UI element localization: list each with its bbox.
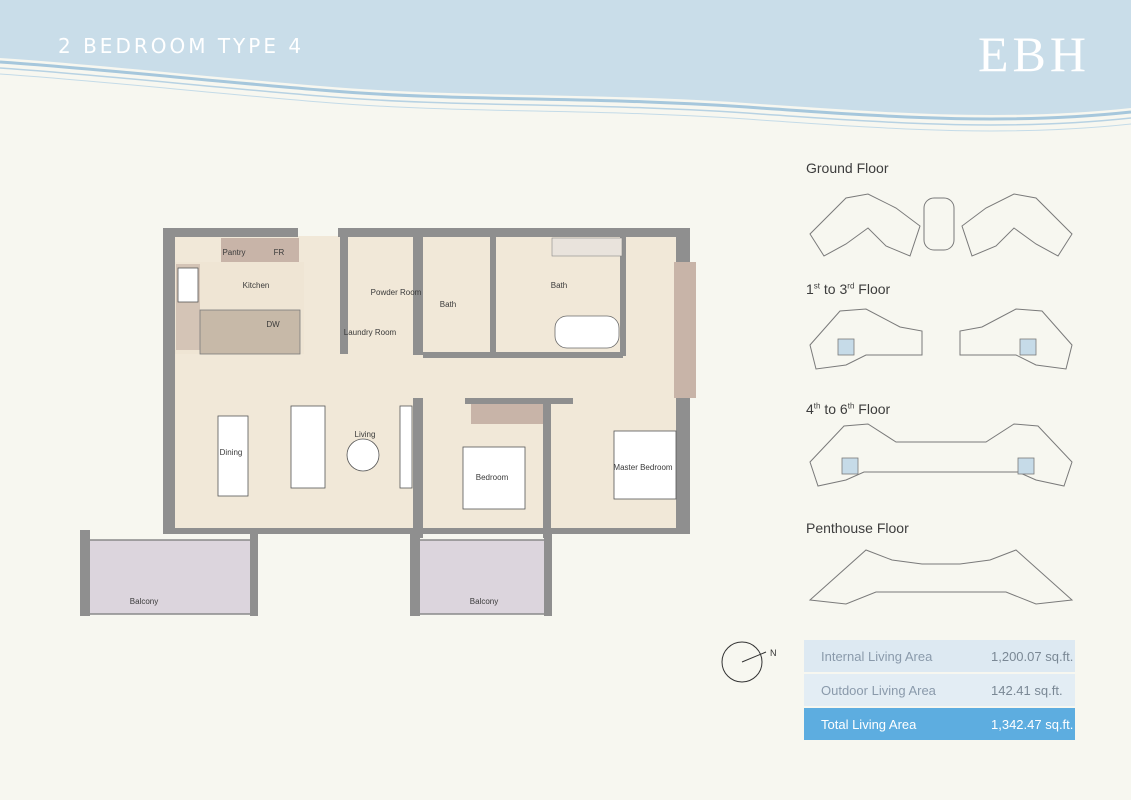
- ground-floor-title: Ground Floor: [806, 160, 889, 176]
- first-third-floor-title: 1st to 3rd Floor: [806, 281, 891, 297]
- balcony-label: Balcony: [470, 597, 498, 606]
- area-label: Internal Living Area: [821, 648, 933, 664]
- kitchen-island: [199, 309, 301, 355]
- laundry-room-label: Laundry Room: [344, 328, 397, 337]
- wave-line: [0, 60, 1131, 121]
- powder-room-label: Powder Room: [371, 288, 422, 297]
- ground-floor-key-plan: [809, 193, 1073, 257]
- bedroom-label: Bedroom: [476, 473, 509, 482]
- fourth-sixth-floor-title: 4th to 6th Floor: [806, 401, 891, 417]
- internal-area-row: Internal Living Area 1,200.07 sq.ft.: [804, 640, 1075, 672]
- tv-unit: [399, 405, 413, 489]
- pantry-cabinet: [221, 238, 299, 262]
- balcony-label: Balcony: [130, 597, 158, 606]
- coffee-table: [346, 438, 380, 472]
- penthouse-floor-title: Penthouse Floor: [806, 520, 909, 536]
- master-bedroom-label: Master Bedroom: [613, 463, 672, 472]
- outdoor-area-row: Outdoor Living Area 142.41 sq.ft.: [804, 674, 1075, 706]
- bath-counter: [551, 237, 623, 257]
- bathtub: [554, 315, 620, 349]
- area-value: 142.41 sq.ft.: [991, 682, 1063, 698]
- area-label: Outdoor Living Area: [821, 682, 936, 698]
- dining-table: [217, 415, 249, 497]
- bed: [462, 446, 526, 510]
- penthouse-floor-key-plan: [808, 549, 1074, 605]
- brand-logo: EBH: [978, 26, 1090, 82]
- pantry-label: Pantry: [222, 248, 245, 257]
- area-table: Internal Living Area 1,200.07 sq.ft. Out…: [804, 640, 1075, 742]
- header-banner: [0, 0, 1131, 132]
- bath-label: Bath: [551, 281, 567, 290]
- bath-label: Bath: [440, 300, 456, 309]
- wardrobe: [674, 262, 696, 398]
- living-label: Living: [355, 430, 376, 439]
- area-value: 1,200.07 sq.ft.: [991, 648, 1074, 664]
- fourth-sixth-floor-key-plan: [809, 423, 1073, 487]
- first-third-floor-key-plan: [809, 308, 1073, 370]
- dw-label: DW: [266, 320, 280, 329]
- fr-label: FR: [274, 248, 285, 257]
- total-area-row: Total Living Area 1,342.47 sq.ft.: [804, 708, 1075, 740]
- hob: [177, 267, 199, 303]
- area-label: Total Living Area: [821, 716, 917, 732]
- compass-north-label: N: [770, 648, 777, 658]
- balcony-left: [87, 539, 253, 615]
- sky-band: [0, 0, 1131, 116]
- kitchen-label: Kitchen: [243, 281, 270, 290]
- dining-label: Dining: [220, 448, 243, 457]
- area-value: 1,342.47 sq.ft.: [991, 716, 1074, 732]
- wave-line: [0, 73, 1131, 132]
- compass-icon: N: [721, 641, 777, 683]
- sofa: [290, 405, 326, 489]
- wave-line: [0, 67, 1131, 126]
- master-bed: [613, 430, 677, 500]
- bedroom-wardrobe: [471, 404, 543, 424]
- page-title: 2 BEDROOM TYPE 4: [58, 34, 305, 58]
